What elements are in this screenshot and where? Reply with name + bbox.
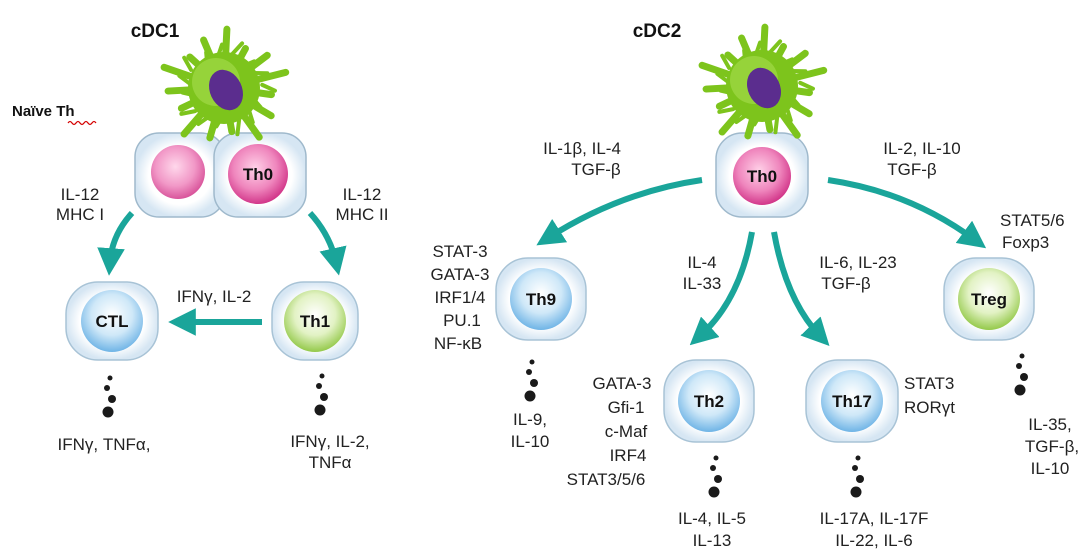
th9-label: Th9	[526, 290, 556, 309]
th17-signal-line1: IL-6, IL-23	[819, 253, 897, 272]
th9-tf-1: STAT-3	[432, 242, 487, 261]
th9-signal-line1: IL-1β, IL-4	[543, 139, 621, 158]
naive-th-cell	[134, 132, 226, 218]
th2-tf-3: c-Maf	[605, 422, 648, 441]
th2-tf-5: STAT3/5/6	[567, 470, 646, 489]
th1-secretes-line2: TNFα	[309, 453, 352, 472]
arrow-to-th17	[771, 231, 830, 347]
th2-tf-4: IRF4	[610, 446, 647, 465]
th9-secretes-line1: IL-9,	[513, 410, 547, 429]
treg-secretes-line1: IL-35,	[1028, 415, 1071, 434]
th0-label: Th0	[243, 165, 273, 184]
secretion-dots-th17	[850, 455, 864, 498]
treg-signal-line1: IL-2, IL-10	[883, 139, 961, 158]
il12-mhc1-line2: MHC I	[56, 205, 104, 224]
th9-tf-3: IRF1/4	[434, 288, 485, 307]
th2-secretes-line1: IL-4, IL-5	[678, 509, 746, 528]
spellcheck-underline	[67, 120, 97, 126]
arrow-to-th1	[307, 210, 347, 276]
th2-tf-1: GATA-3	[593, 374, 652, 393]
treg-tf-1: STAT5/6	[1000, 211, 1065, 230]
th0-cell-cdc2: Th0	[715, 132, 809, 218]
arrow-to-ctl	[97, 210, 135, 276]
secretion-dots-treg	[1014, 353, 1028, 396]
il12-mhc1-line1: IL-12	[61, 185, 100, 204]
th2-signal-line2: IL-33	[683, 274, 722, 293]
arrow-to-th9	[536, 177, 703, 246]
th9-tf-5: NF-κB	[434, 334, 482, 353]
th2-signal-line1: IL-4	[687, 253, 716, 272]
cdc2-title: cDC2	[633, 21, 682, 42]
ctl-secretes-line1: IFNγ, TNFα,	[58, 435, 151, 454]
treg-signal-line2: TGF-β	[887, 160, 937, 179]
th17-label: Th17	[832, 392, 872, 411]
treg-label: Treg	[971, 290, 1007, 309]
treg-cell: Treg	[943, 257, 1035, 341]
th9-secretes-line2: IL-10	[511, 432, 550, 451]
secretion-dots-th9	[524, 359, 538, 402]
naive-th-label: Naïve Th	[12, 103, 75, 120]
ctl-label: CTL	[95, 312, 128, 331]
th0-label-cdc2: Th0	[747, 167, 777, 186]
dendritic-cell-cdc1-icon	[160, 25, 290, 142]
th17-signal-line2: TGF-β	[821, 274, 871, 293]
secretion-dots-th1	[314, 373, 328, 416]
th1-label: Th1	[300, 312, 330, 331]
th9-tf-2: GATA-3	[431, 265, 490, 284]
dendritic-cell-cdc2-icon	[698, 23, 828, 140]
th2-secretes-line2: IL-13	[693, 531, 732, 550]
th9-signal-line2: TGF-β	[571, 160, 621, 179]
treg-secretes-line2: TGF-β,	[1025, 437, 1079, 456]
th1-cell: Th1	[271, 281, 359, 361]
th9-tf-4: PU.1	[443, 311, 481, 330]
th1-to-ctl-label: IFNγ, IL-2	[177, 287, 252, 306]
il12-mhc2-line1: IL-12	[343, 185, 382, 204]
ctl-cell: CTL	[65, 281, 159, 361]
th17-secretes-line2: IL-22, IL-6	[835, 531, 913, 550]
il12-mhc2-line2: MHC II	[336, 205, 389, 224]
secretion-dots-ctl	[102, 375, 116, 418]
th9-cell: Th9	[495, 257, 587, 341]
th2-label: Th2	[694, 392, 724, 411]
th0-cell-cdc1: Th0	[213, 132, 307, 218]
cdc1-title: cDC1	[131, 21, 180, 42]
arrow-to-treg	[827, 177, 987, 249]
th1-secretes-line1: IFNγ, IL-2,	[290, 432, 369, 451]
th17-cell: Th17	[805, 359, 899, 443]
treg-secretes-line3: IL-10	[1031, 459, 1070, 478]
arrow-to-th2	[689, 231, 755, 346]
th2-cell: Th2	[663, 359, 755, 443]
th2-tf-2: Gfi-1	[608, 398, 645, 417]
secretion-dots-th2	[708, 455, 722, 498]
th17-tf-2: RORγt	[904, 398, 955, 417]
th17-tf-1: STAT3	[904, 374, 954, 393]
treg-tf-2: Foxp3	[1002, 233, 1049, 252]
th17-secretes-line1: IL-17A, IL-17F	[820, 509, 929, 528]
